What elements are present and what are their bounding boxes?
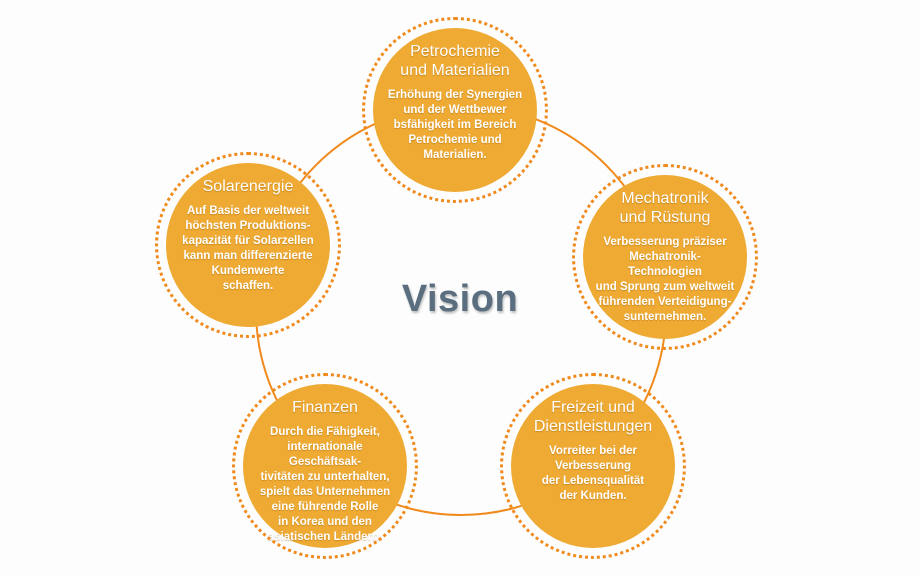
node-description: Auf Basis der weltweit höchsten Produkti… <box>182 205 314 292</box>
node-title: Petrochemie und Materialien <box>400 43 510 79</box>
node-title: Finanzen <box>292 399 358 416</box>
node-title: Mechatronik und Rüstung <box>619 190 711 226</box>
node-description: Vorreiter bei der Verbesserung der Leben… <box>541 445 645 502</box>
node-description: Erhöhung der Synergien und der Wettbewer… <box>387 89 523 161</box>
center-label: Vision <box>401 278 519 320</box>
node-mechatronik: Mechatronik und Rüstung Verbesserung prä… <box>572 164 758 350</box>
node-title: Solarenergie <box>202 178 294 195</box>
node-description: Durch die Fähigkeit, internationale Gesc… <box>259 426 391 543</box>
node-petrochemie: Petrochemie und Materialien Erhöhung der… <box>362 17 548 203</box>
node-freizeit: Freizeit und Dienstleistungen Vorreiter … <box>500 373 686 559</box>
node-description: Verbesserung präziser Mechatronik-Techno… <box>595 236 735 323</box>
node-solarenergie: Solarenergie Auf Basis der weltweit höch… <box>155 152 341 338</box>
node-finanzen: Finanzen Durch die Fähigkeit, internatio… <box>232 373 418 559</box>
node-title: Freizeit und Dienstleistungen <box>533 399 653 435</box>
